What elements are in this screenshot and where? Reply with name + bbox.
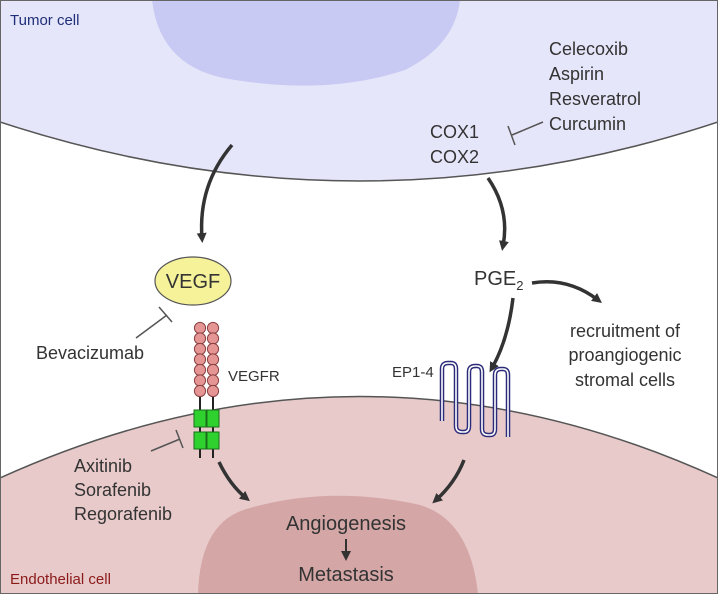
endothelial-cell-body — [0, 395, 718, 594]
vegf-label: VEGF — [166, 271, 220, 293]
arrow-cox2-to-pge2 — [486, 177, 509, 251]
arrow-pge2-to-recruitment — [531, 280, 602, 304]
arrow-pge2-to-ep — [489, 297, 515, 373]
vegfr-ig-domain — [206, 363, 220, 377]
arrow-ep-to-angiogenesis — [432, 459, 466, 504]
cox-inhibition-bar — [507, 121, 544, 146]
recruitment-line-3: stromal cells — [575, 370, 675, 390]
vegfr-ig-domain — [193, 384, 207, 398]
vegfr-ig-domain — [206, 374, 220, 387]
vegfr-receptor — [193, 321, 220, 458]
inhibitor-axitinib: Axitinib — [74, 456, 132, 476]
vegfr-ig-domain — [206, 332, 220, 345]
vegfr-ig-domain — [206, 384, 220, 398]
vegfr-ig-domain — [193, 374, 207, 387]
vegfr-ig-domain — [193, 363, 207, 377]
ep-receptor-inner — [441, 362, 509, 437]
vegfr-ig-domain — [206, 342, 220, 356]
recruitment-line-2: proangiogenic — [568, 345, 681, 365]
inhibitor-sorafenib: Sorafenib — [74, 480, 151, 500]
inhibitor-regorafenib: Regorafenib — [74, 504, 172, 524]
vegfr-ig-domain — [193, 332, 207, 345]
vegfr-ig-domain — [206, 321, 220, 335]
vegf-ligand — [154, 256, 232, 306]
inhibitor-aspirin: Aspirin — [549, 64, 604, 84]
inhibitor-bevacizumab: Bevacizumab — [36, 343, 144, 363]
vegfr-kinase-domain — [206, 409, 220, 428]
vegfr-inhibition-bar — [150, 429, 184, 452]
vegfr-kinase-domain — [206, 431, 220, 450]
vegfr-ig-domain — [193, 321, 207, 335]
ep-receptor-label: EP1-4 — [392, 364, 434, 381]
recruitment-line-1: recruitment of — [570, 321, 681, 341]
vegfr-kinase-domain — [193, 409, 207, 428]
angiogenesis-label: Angiogenesis — [286, 513, 406, 535]
tumor-cell-nucleus — [152, 0, 460, 86]
inhibitor-resveratrol: Resveratrol — [549, 89, 641, 109]
vegf-inhibition-bar — [135, 306, 173, 339]
metastasis-label: Metastasis — [298, 564, 394, 586]
arrow-vegfr-to-angiogenesis — [217, 461, 250, 502]
enzyme-cox2: COX2 — [430, 147, 479, 167]
pge2-label: PGE2 — [474, 268, 523, 293]
endothelial-cell-label: Endothelial cell — [10, 571, 111, 588]
vegfr-ig-domain — [193, 342, 207, 356]
arrow-tumor-to-vegf — [196, 143, 234, 243]
vegfr-kinase-domain — [193, 431, 207, 450]
endothelial-cell-nucleus — [198, 495, 478, 594]
enzyme-cox1: COX1 — [430, 122, 479, 142]
tumor-cell-label: Tumor cell — [10, 12, 79, 29]
inhibitor-curcumin: Curcumin — [549, 114, 626, 134]
vegfr-label: VEGFR — [228, 368, 280, 385]
vegfr-ig-domain — [206, 353, 220, 366]
inhibitor-celecoxib: Celecoxib — [549, 39, 628, 59]
vegfr-ig-domain — [193, 353, 207, 366]
